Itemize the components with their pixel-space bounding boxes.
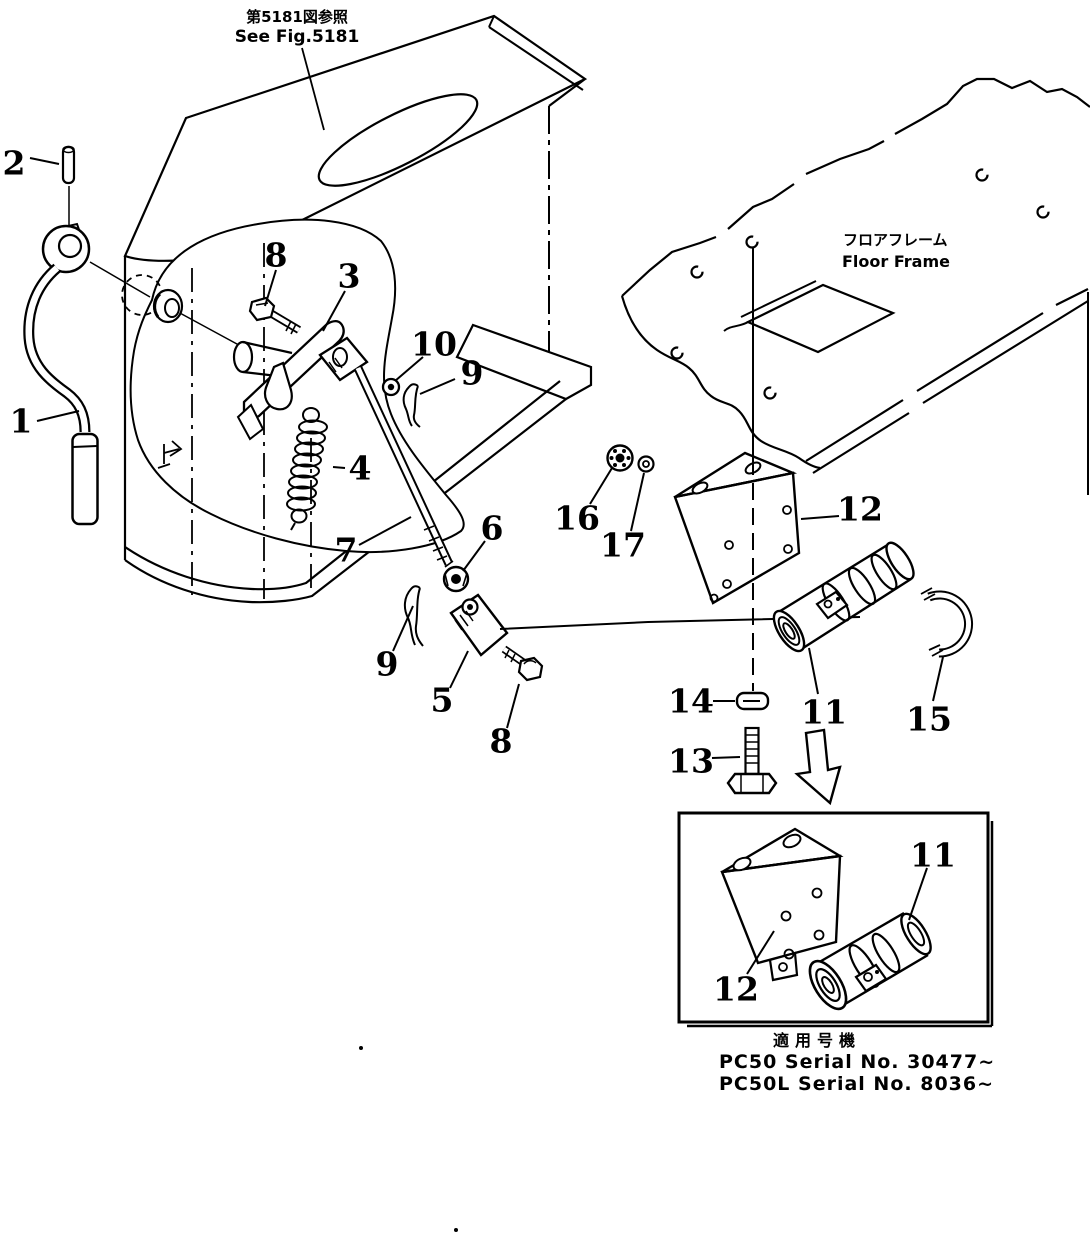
callout-4: 4 <box>349 449 372 488</box>
ink-speck <box>359 1046 363 1050</box>
part-14-nut <box>735 691 770 711</box>
inset-cable-11 <box>808 911 932 1011</box>
ink-speck <box>454 1228 458 1232</box>
detail-arrow <box>794 728 842 806</box>
part-2-pin <box>61 145 76 232</box>
callout-9-bottom: 9 <box>376 645 399 684</box>
callout-12-inset: 12 <box>713 970 759 1009</box>
callout-17: 17 <box>600 526 646 565</box>
callout-10: 10 <box>411 325 457 364</box>
applicability-title: 適用号機 <box>773 1031 861 1050</box>
callout-8-bottom: 8 <box>490 722 513 761</box>
part-12-bracket <box>673 451 801 605</box>
part-5-joint <box>449 593 509 657</box>
callout-1: 1 <box>10 402 33 441</box>
part-9-clip-top <box>402 383 421 428</box>
inset-bracket-12 <box>720 827 844 982</box>
floor-frame-holes <box>670 168 1050 400</box>
callout-5: 5 <box>431 681 454 720</box>
callout-16: 16 <box>554 499 600 538</box>
panel-base-flange <box>455 323 593 401</box>
part-10-washer <box>381 377 401 397</box>
panel-breakout-cloud <box>129 218 465 554</box>
callout-6: 6 <box>481 509 504 548</box>
floor-frame-opening <box>723 280 896 354</box>
panel-slot <box>317 93 479 187</box>
part-16-nut <box>606 444 634 472</box>
see-fig-note-jp: 第5181図参照 <box>246 8 348 26</box>
part-4-spring <box>286 407 328 531</box>
floor-frame-label-en: Floor Frame <box>842 252 950 271</box>
callout-9-top: 9 <box>461 354 484 393</box>
floor-frame <box>620 77 1090 495</box>
lube-mark <box>157 440 183 469</box>
callout-8-top: 8 <box>265 236 288 275</box>
callout-3: 3 <box>338 257 361 296</box>
pivot-hub <box>89 261 249 351</box>
callout-15: 15 <box>906 700 952 739</box>
part-6-nut <box>442 565 470 593</box>
lever-grip <box>71 432 99 526</box>
part-1-lever <box>23 222 99 526</box>
callout-14: 14 <box>668 682 714 721</box>
serial-line-1: PC50 Serial No. 30477~ <box>719 1051 995 1073</box>
part-17-washer <box>637 455 655 473</box>
callout-13: 13 <box>668 742 714 781</box>
part-8-bolt-top <box>248 296 302 335</box>
part-8-bolt-bottom <box>501 645 544 682</box>
part-13-bolt <box>726 726 778 795</box>
part-15-u-clip <box>920 587 974 658</box>
serial-line-2: PC50L Serial No. 8036~ <box>719 1073 994 1095</box>
lever-stand-panel <box>123 14 593 604</box>
see-fig-note-en: See Fig.5181 <box>235 27 360 47</box>
inset-detail-box <box>677 811 994 1028</box>
leader-lines <box>29 47 944 975</box>
callout-11: 11 <box>801 693 847 732</box>
callout-12: 12 <box>837 490 883 529</box>
callout-2: 2 <box>3 144 26 183</box>
part-11-cable-assembly <box>772 541 915 653</box>
part-7-rod <box>353 366 454 568</box>
callout-7: 7 <box>335 531 358 570</box>
floor-frame-label-jp: フロアフレーム <box>843 231 948 249</box>
callout-11-inset: 11 <box>910 836 956 875</box>
